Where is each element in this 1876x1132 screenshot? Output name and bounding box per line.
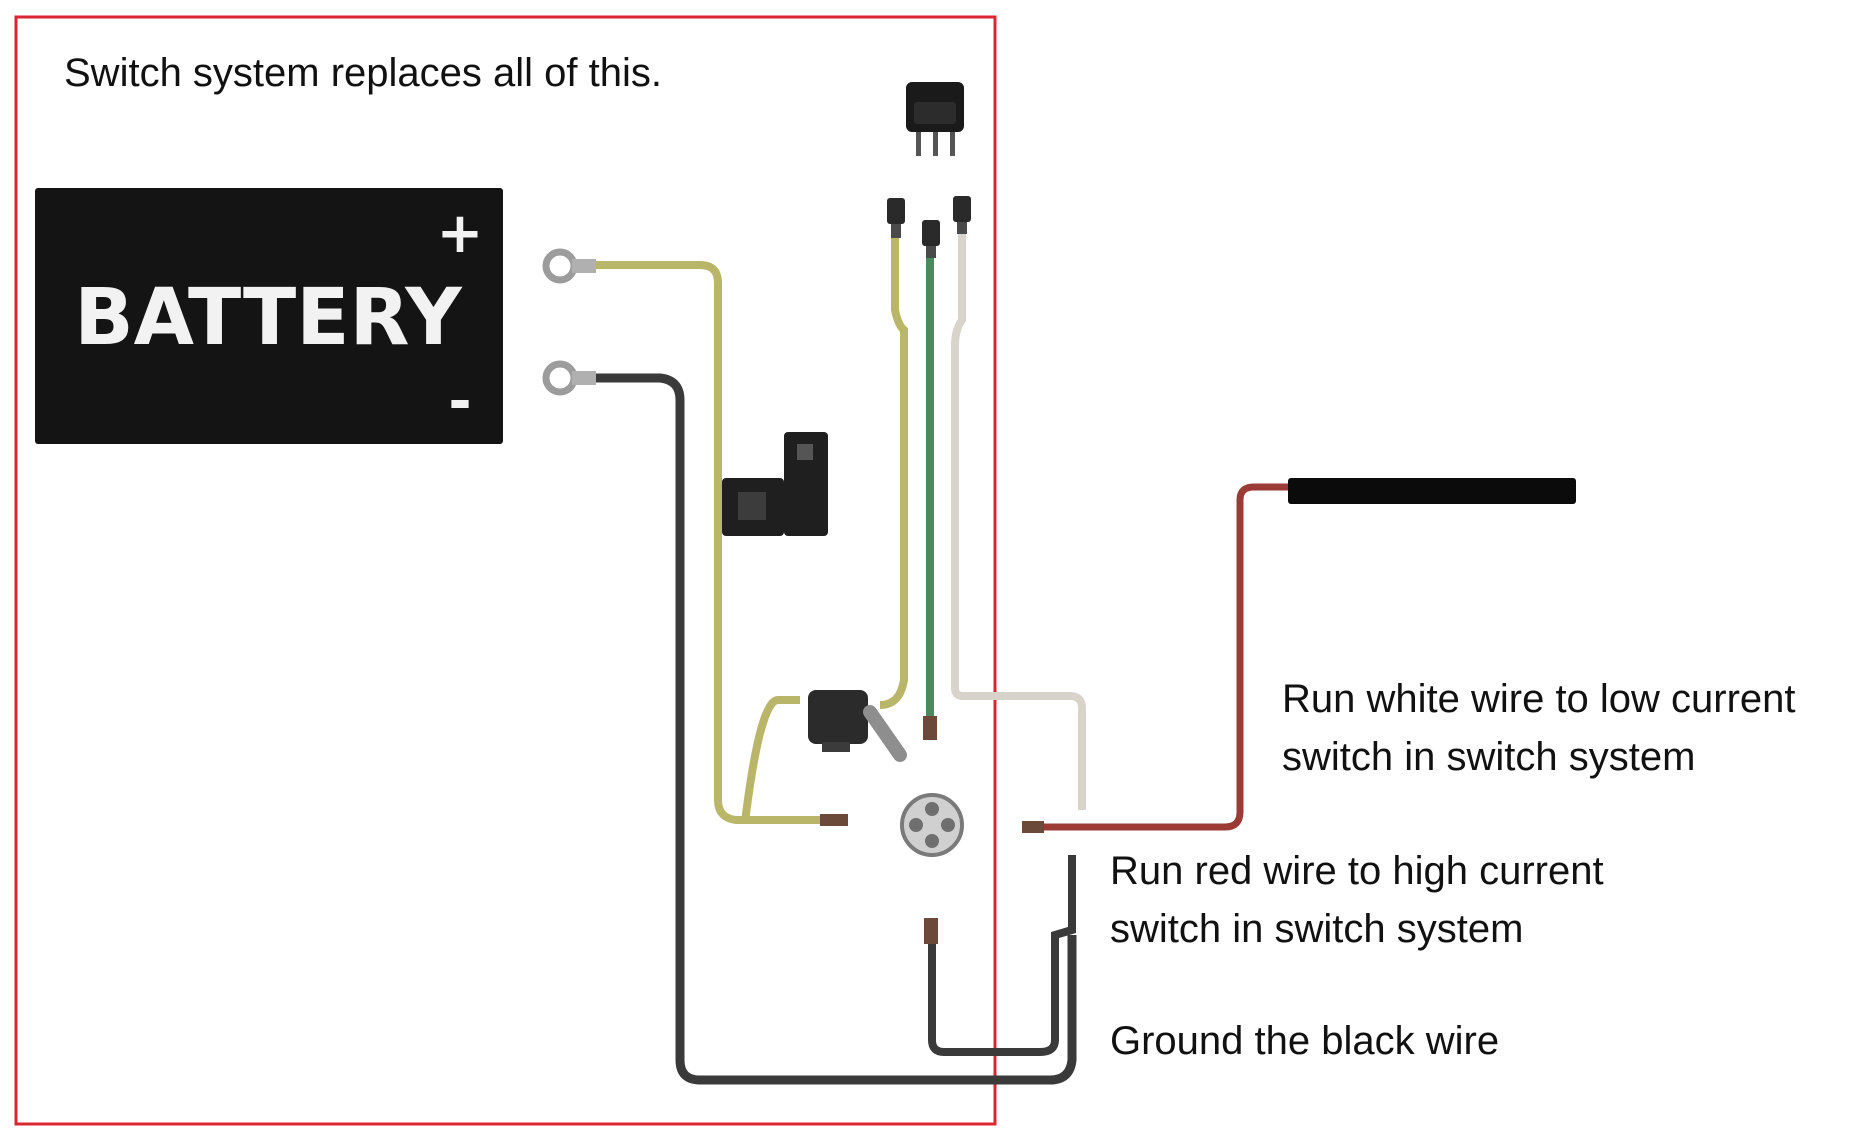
yellow-wire-fuse-lead bbox=[741, 696, 800, 823]
black-wire-caption: Ground the black wire bbox=[1110, 1019, 1500, 1063]
battery: BATTERY + - bbox=[35, 188, 503, 444]
red-wire-caption: Run red wire to high current switch in s… bbox=[1110, 849, 1604, 951]
black-wire-pin-icon bbox=[924, 918, 938, 944]
output-cable bbox=[1288, 478, 1576, 504]
black-wire-connector bbox=[928, 855, 1076, 1056]
fuse-holder-icon bbox=[808, 690, 907, 762]
replacement-frame bbox=[14, 15, 997, 1126]
positive-ring-terminal-icon bbox=[542, 248, 596, 284]
red-wire bbox=[1035, 483, 1290, 831]
white-wire-caption: Run white wire to low current switch in … bbox=[1282, 677, 1796, 779]
yellow-wire bbox=[585, 261, 820, 824]
black-wire-battery bbox=[585, 373, 1077, 1085]
switch-plug-center-icon bbox=[922, 220, 940, 258]
relay-icon bbox=[722, 432, 828, 536]
battery-body bbox=[35, 188, 503, 444]
switch-plug-left-icon bbox=[887, 198, 905, 238]
yellow-wire-switch bbox=[879, 235, 908, 709]
switch-plug-right-icon bbox=[953, 196, 971, 234]
green-wire-pin-icon bbox=[923, 716, 937, 740]
battery-plus-sign: + bbox=[437, 201, 484, 266]
harness-connector-icon bbox=[900, 793, 964, 857]
yellow-wire-pin-icon bbox=[820, 814, 848, 826]
negative-ring-terminal-icon bbox=[542, 360, 596, 396]
rocker-switch-icon bbox=[906, 82, 964, 156]
replacement-caption: Switch system replaces all of this. bbox=[64, 51, 662, 95]
battery-label: BATTERY bbox=[74, 273, 463, 363]
white-wire bbox=[951, 225, 1086, 810]
battery-minus-sign: - bbox=[448, 369, 471, 434]
red-wire-pin-icon bbox=[1022, 821, 1044, 833]
